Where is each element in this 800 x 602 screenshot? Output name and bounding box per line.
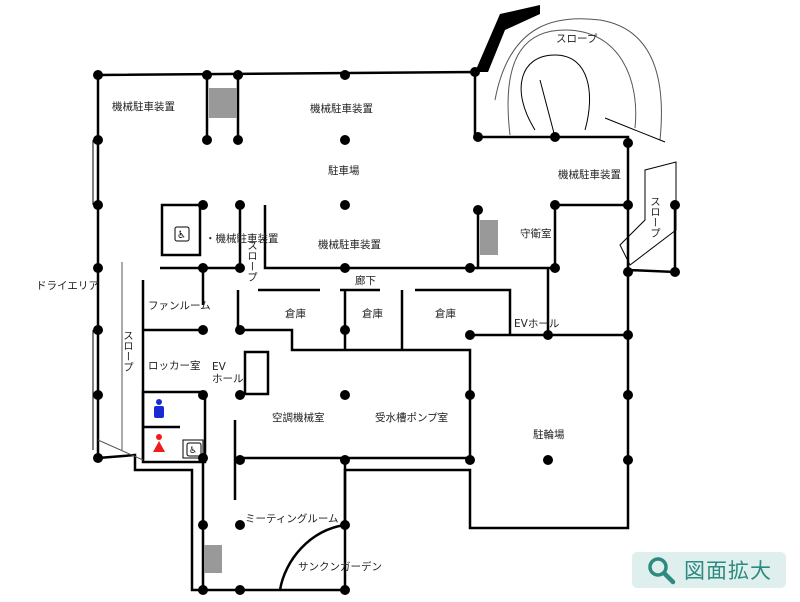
label-slope-left: スロープ [122,330,134,372]
column [235,263,245,273]
column [623,330,633,340]
label-ev-hall-left-1: EV [212,361,227,373]
label-hvac-room: 空調機械室 [272,411,325,424]
label-slope-center: スロープ [246,240,258,282]
label-dry-area: ドライエリア [36,280,99,292]
label-bicycle-parking: 駐輪場 [533,428,565,441]
label-corridor: 廊下 [355,274,376,287]
column [93,135,103,145]
column [235,200,245,210]
column [465,263,475,273]
column [550,263,560,273]
column [93,263,103,273]
label-water-pump-room: 受水槽ポンプ室 [375,411,448,424]
magnifier-icon [648,557,676,585]
column [340,390,350,400]
column [340,325,350,335]
column [340,455,350,465]
column [198,520,208,530]
room-labels: 機械駐車装置 機械駐車装置 機械駐車装置 ・機械駐車装置 機械駐車装置 駐車場 … [36,33,661,573]
male-toilet-icon [154,399,164,418]
column [93,453,103,463]
label-sunken-garden: サンクンガーデン [298,560,382,573]
column [623,390,633,400]
column [198,263,208,273]
label-ev-hall-right: EVホール [514,318,559,330]
column [235,520,245,530]
female-toilet-icon [153,434,165,452]
column [340,520,350,530]
svg-text:♿: ♿ [177,230,186,241]
label-fan-room: ファンルーム [148,300,211,312]
column [233,70,243,80]
column [235,325,245,335]
column [465,390,475,400]
column [198,585,208,595]
label-mech-parking-5: 機械駐車装置 [318,238,381,251]
column [198,200,208,210]
column [198,453,208,463]
label-mech-parking-4: ・機械駐車装置 [205,232,279,245]
column [470,67,480,77]
svg-text:♿: ♿ [189,446,197,456]
column [93,325,103,335]
column [202,135,212,145]
column [550,200,560,210]
walls [92,5,677,592]
label-slope-top: スロープ [556,33,598,45]
label-storage-1: 倉庫 [285,307,306,320]
column [235,455,245,465]
column [202,70,212,80]
wheelchair-icon: ♿ [174,226,190,242]
column [670,267,680,277]
column [233,135,243,145]
column [550,132,560,142]
column [465,455,475,465]
column [543,330,553,340]
label-ev-hall-left-2: ホール [212,373,244,385]
column [198,390,208,400]
label-storage-3: 倉庫 [435,307,456,320]
label-mech-parking-1: 機械駐車装置 [112,100,175,113]
column [93,200,103,210]
column [670,200,680,210]
label-storage-2: 倉庫 [362,307,383,320]
column [198,325,208,335]
column [465,330,475,340]
label-locker-room: ロッカー室 [148,359,201,372]
column [623,138,633,148]
column [93,390,103,400]
columns [93,67,680,595]
column [473,205,483,215]
wheelchair-toilet-icon: ♿ [186,442,202,457]
column [235,585,245,595]
column [340,585,350,595]
column [543,455,553,465]
column [473,132,483,142]
column [93,70,103,80]
zoom-drawing-label: 図面拡大 [684,559,772,583]
label-mech-parking-3: 機械駐車装置 [558,168,621,181]
label-guard-room: 守衛室 [520,227,552,240]
label-parking: 駐車場 [328,164,360,177]
label-meeting-room: ミーティングルーム [245,512,339,525]
column [340,135,350,145]
column [340,200,350,210]
column [623,267,633,277]
column [623,455,633,465]
zoom-drawing-button[interactable]: 図面拡大 [632,552,786,588]
label-slope-right: スロープ [649,196,661,238]
column [340,263,350,273]
column [340,70,350,80]
label-mech-parking-2: 機械駐車装置 [310,102,373,115]
column [623,200,633,210]
column [235,390,245,400]
